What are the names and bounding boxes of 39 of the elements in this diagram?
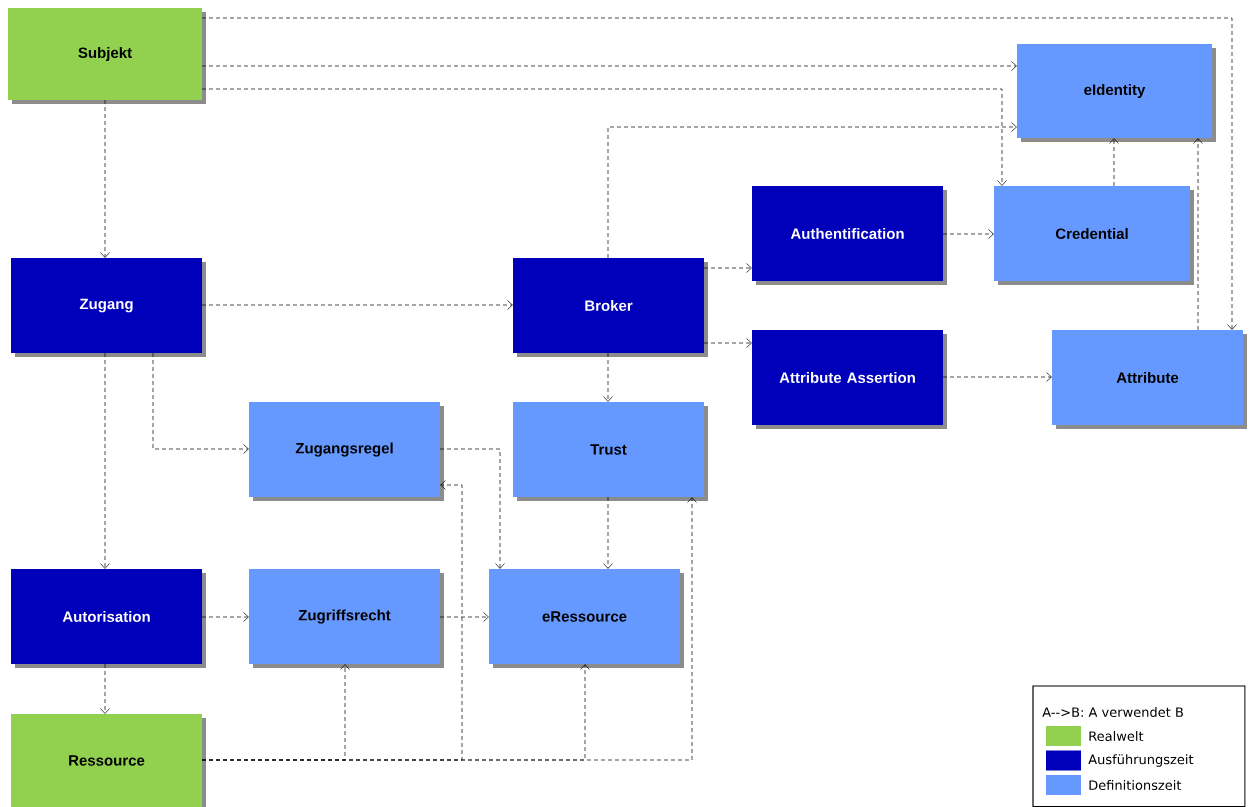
arrow	[603, 352, 613, 402]
process-box: Attribute	[1052, 330, 1247, 429]
arrow	[439, 612, 489, 622]
arrow	[201, 61, 1017, 71]
process-box: Autorisation	[11, 569, 206, 668]
process-box: eRessource	[489, 569, 684, 668]
arrow	[1193, 138, 1203, 331]
arrow	[201, 17, 1237, 330]
arrow	[703, 263, 752, 273]
arrow	[703, 338, 752, 348]
arrow	[201, 497, 697, 761]
legend-heading: A-->B: A verwendet B	[1042, 707, 1183, 718]
arrow	[1109, 138, 1119, 187]
arrow	[201, 88, 1007, 186]
process-box: Zugang	[11, 258, 206, 357]
arrow	[942, 229, 994, 239]
process-box: Zugriffsrecht	[249, 569, 444, 668]
process-box: Ressource	[11, 714, 206, 807]
process-box: Credential	[994, 186, 1194, 285]
process-box: eIdentity	[1017, 44, 1216, 142]
arrow	[100, 663, 110, 714]
process-box: Trust	[513, 402, 708, 501]
process-box: Subjekt	[8, 8, 206, 104]
legend-item: Definitionszeit	[1046, 775, 1182, 795]
arrow	[439, 448, 505, 569]
legend-item: Ausführungszeit	[1046, 750, 1194, 771]
process-box: Attribute Assertion	[752, 330, 947, 429]
arrow	[607, 122, 1017, 259]
process-box: Authentification	[752, 186, 947, 285]
arrow	[201, 612, 249, 622]
arrow	[603, 496, 613, 569]
arrow	[100, 352, 110, 569]
process-box: Broker	[513, 258, 708, 357]
arrow	[100, 99, 110, 258]
legend-item: Realwelt	[1046, 726, 1144, 746]
arrow	[152, 352, 249, 454]
process-box: Zugangsregel	[249, 402, 444, 501]
arrow	[942, 372, 1052, 382]
arrow	[201, 300, 513, 310]
